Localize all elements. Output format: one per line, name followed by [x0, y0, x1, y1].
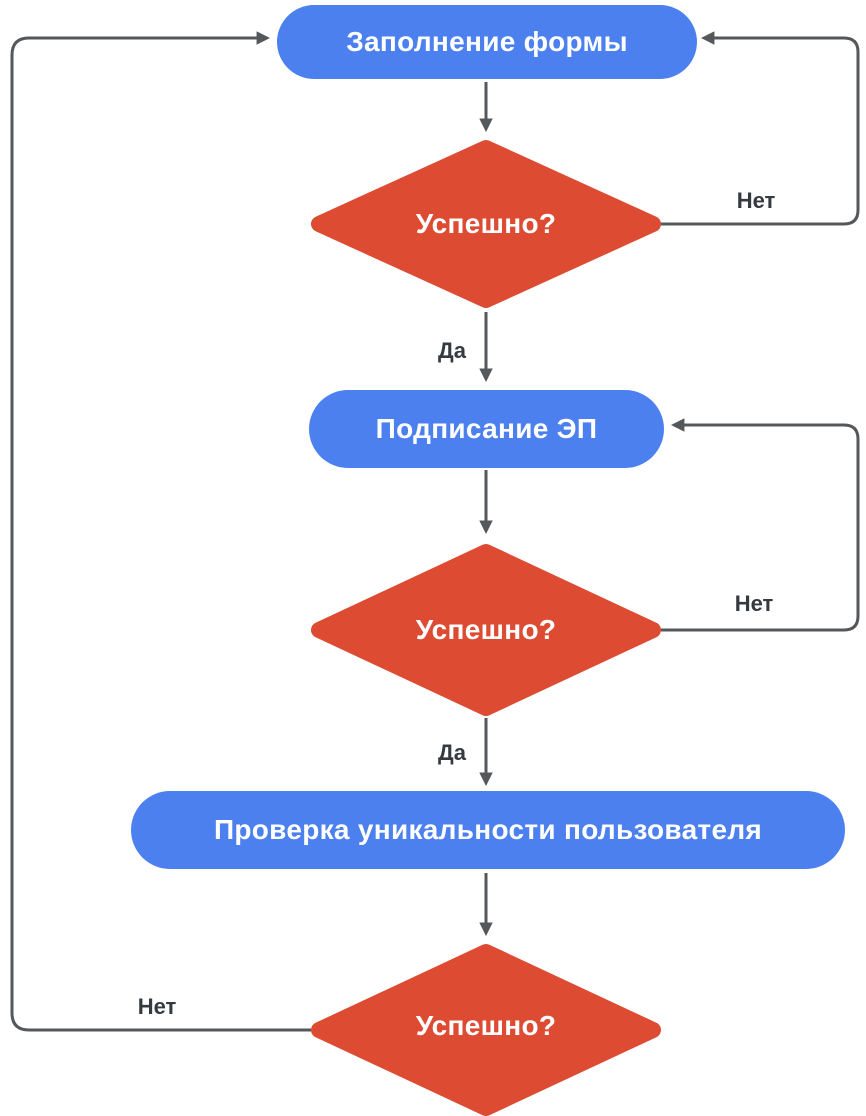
edge-label-no-1: Нет: [736, 188, 776, 213]
decision-1-diamond: [311, 140, 661, 308]
decision-2-label: Успешно?: [415, 614, 557, 645]
node-sign-ep-label: Подписание ЭП: [375, 413, 598, 444]
node-fill-form: Заполнение формы: [277, 5, 697, 79]
edge-label-no-3: Нет: [137, 994, 177, 1019]
edge-label-no-2: Нет: [734, 591, 774, 616]
edge-label-yes-1: Да: [438, 338, 466, 363]
edge-label-yes-2: Да: [438, 740, 466, 765]
edge-decision-1-no-to-fill-form: [661, 31, 860, 226]
decision-2-diamond: [311, 544, 661, 716]
node-sign-ep: Подписание ЭП: [309, 390, 664, 468]
decision-3-label: Успешно?: [415, 1010, 557, 1041]
decision-1-label: Успешно?: [415, 208, 557, 239]
decision-3-diamond: [311, 944, 661, 1116]
node-fill-form-label: Заполнение формы: [346, 26, 628, 57]
edge-decision-2-no-to-sign-ep: [661, 418, 860, 632]
node-check-unique-label: Проверка уникальности пользователя: [213, 814, 763, 845]
edge-decision-3-no-to-fill-form: [10, 31, 311, 1032]
node-check-unique: Проверка уникальности пользователя: [131, 791, 845, 869]
